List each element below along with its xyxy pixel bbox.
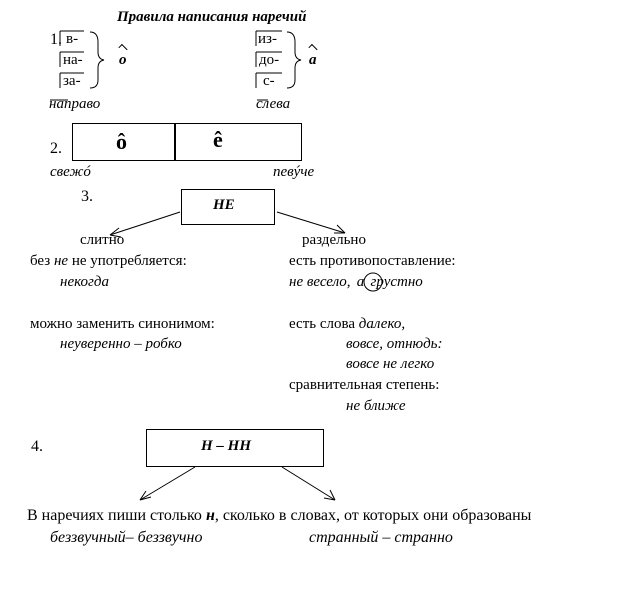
prefix-iz: из- (258, 31, 277, 47)
arrow-right (281, 466, 336, 501)
example-bezzvuchno: беззвучный– беззвучно (50, 529, 203, 546)
example-ne-veselo: не весело, а грустно (289, 274, 423, 291)
heading-razdelno: раздельно (302, 232, 366, 248)
ending-o: о (119, 52, 127, 69)
rule-no-without-ne-suffix: не употребляется: (71, 253, 187, 269)
prefix-do: до- (259, 52, 280, 68)
brace-right (286, 31, 302, 89)
example-neuverenno: неуверенно – робко (60, 336, 182, 352)
arrow-left (139, 466, 196, 501)
arrowhead-right (323, 489, 336, 501)
arrow-left (109, 211, 181, 236)
rule-number-1: 1. (50, 31, 62, 48)
word-vovse-otnyud: вовсе, отнюдь: (346, 336, 443, 352)
example-nekogda: некогда (60, 274, 109, 290)
arrowhead-right (334, 224, 346, 234)
arrow-right (276, 211, 346, 234)
box-o (72, 123, 176, 161)
example-grustno: грустно (370, 274, 423, 290)
example-napravo: направо (49, 96, 101, 112)
rule-n-nn-sentence: В наречиях пиши столько н, сколько в сло… (27, 507, 531, 525)
arrowhead-left (139, 490, 152, 501)
prefix-box-line (59, 72, 84, 88)
example-vovse-ne-legko: вовсе не легко (346, 356, 435, 372)
example-ne-blizhe: не ближе (346, 398, 406, 414)
rule-words: есть слова далеко, (289, 316, 405, 333)
ending-a: а (309, 52, 317, 69)
prefix-box-line (59, 30, 84, 46)
prefix-box-line (59, 51, 84, 67)
arrowhead-left (109, 227, 122, 238)
heading-slitno: слитно (80, 232, 125, 248)
prefix-za: за- (63, 73, 81, 89)
example-svezho: свежó (50, 164, 91, 180)
rule-number-2: 2. (50, 140, 62, 157)
ending-o-text: о (119, 52, 127, 68)
rule-number-4: 4. (31, 438, 43, 455)
sentence-part-b: , сколько в словах, от которых они образ… (214, 507, 532, 524)
example-circled-a: а (356, 274, 365, 290)
box-e (174, 123, 302, 161)
word-daleko: далеко, (358, 316, 406, 332)
rule-number-3: 3. (81, 188, 93, 205)
rule-comparative: сравнительная степень: (289, 377, 440, 393)
box-n-nn (146, 429, 324, 467)
box-ne (181, 189, 275, 225)
ending-a-text: а (309, 52, 317, 68)
box-o-letter: ô (116, 129, 127, 154)
box-e-letter: ê (213, 127, 223, 152)
rule-contrast: есть противопоставление: (289, 253, 456, 269)
prefix-box-line (255, 51, 282, 67)
rule-synonym: можно заменить синонимом: (30, 316, 215, 332)
prefix-v: в- (66, 31, 79, 47)
sentence-n: н (205, 507, 215, 524)
rule-words-label: есть слова (289, 316, 356, 332)
rule-no-without-ne: без не не употребляется: (30, 253, 187, 270)
rule-no-without-ne-ne: не (53, 253, 69, 269)
prefix-box-line (255, 72, 282, 88)
example-ne-veselo-a: не весело, (289, 274, 351, 290)
box-ne-text: НЕ (213, 197, 235, 213)
page-title: Правила написания наречий (117, 9, 307, 25)
example-sleva: слева (256, 96, 291, 112)
example-pevuche: певýче (273, 164, 315, 180)
prefix-s: с- (263, 73, 275, 89)
box-n-nn-text: Н – НН (201, 438, 252, 454)
prefix-na: на- (63, 52, 83, 68)
rule-no-without-ne-prefix: без (30, 253, 51, 269)
sentence-part-a: В наречиях пиши столько (27, 507, 202, 524)
prefix-box-line (255, 30, 282, 46)
brace-left (89, 31, 105, 89)
example-stranno: странный – странно (309, 529, 453, 546)
circle-mark (363, 272, 383, 292)
